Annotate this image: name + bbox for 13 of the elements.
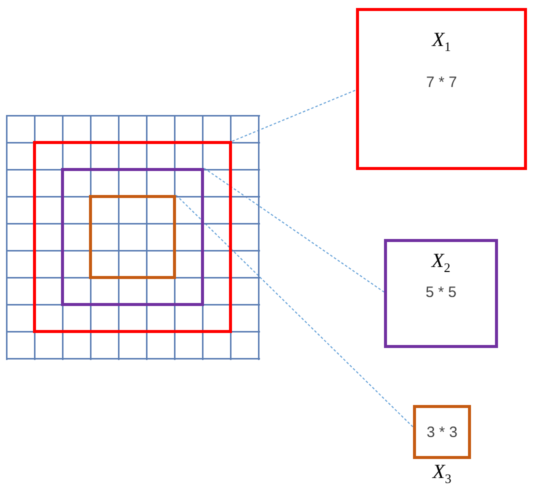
size-label: 3 * 3 xyxy=(426,424,458,442)
middle-square-outline xyxy=(61,168,204,306)
label-box xyxy=(384,239,498,348)
label-box xyxy=(356,8,527,170)
label-box xyxy=(413,405,471,459)
cell-grid xyxy=(6,115,260,360)
variable-label: X$_{1}$ xyxy=(432,29,451,55)
outer-square-outline xyxy=(33,141,232,334)
size-label: 5 * 5 xyxy=(426,284,456,302)
inner-square-outline xyxy=(89,195,176,280)
variable-label: X$_{3}$ xyxy=(432,461,452,486)
variable-label: X$_{2}$ xyxy=(432,250,450,276)
size-label: 7 * 7 xyxy=(426,74,457,92)
